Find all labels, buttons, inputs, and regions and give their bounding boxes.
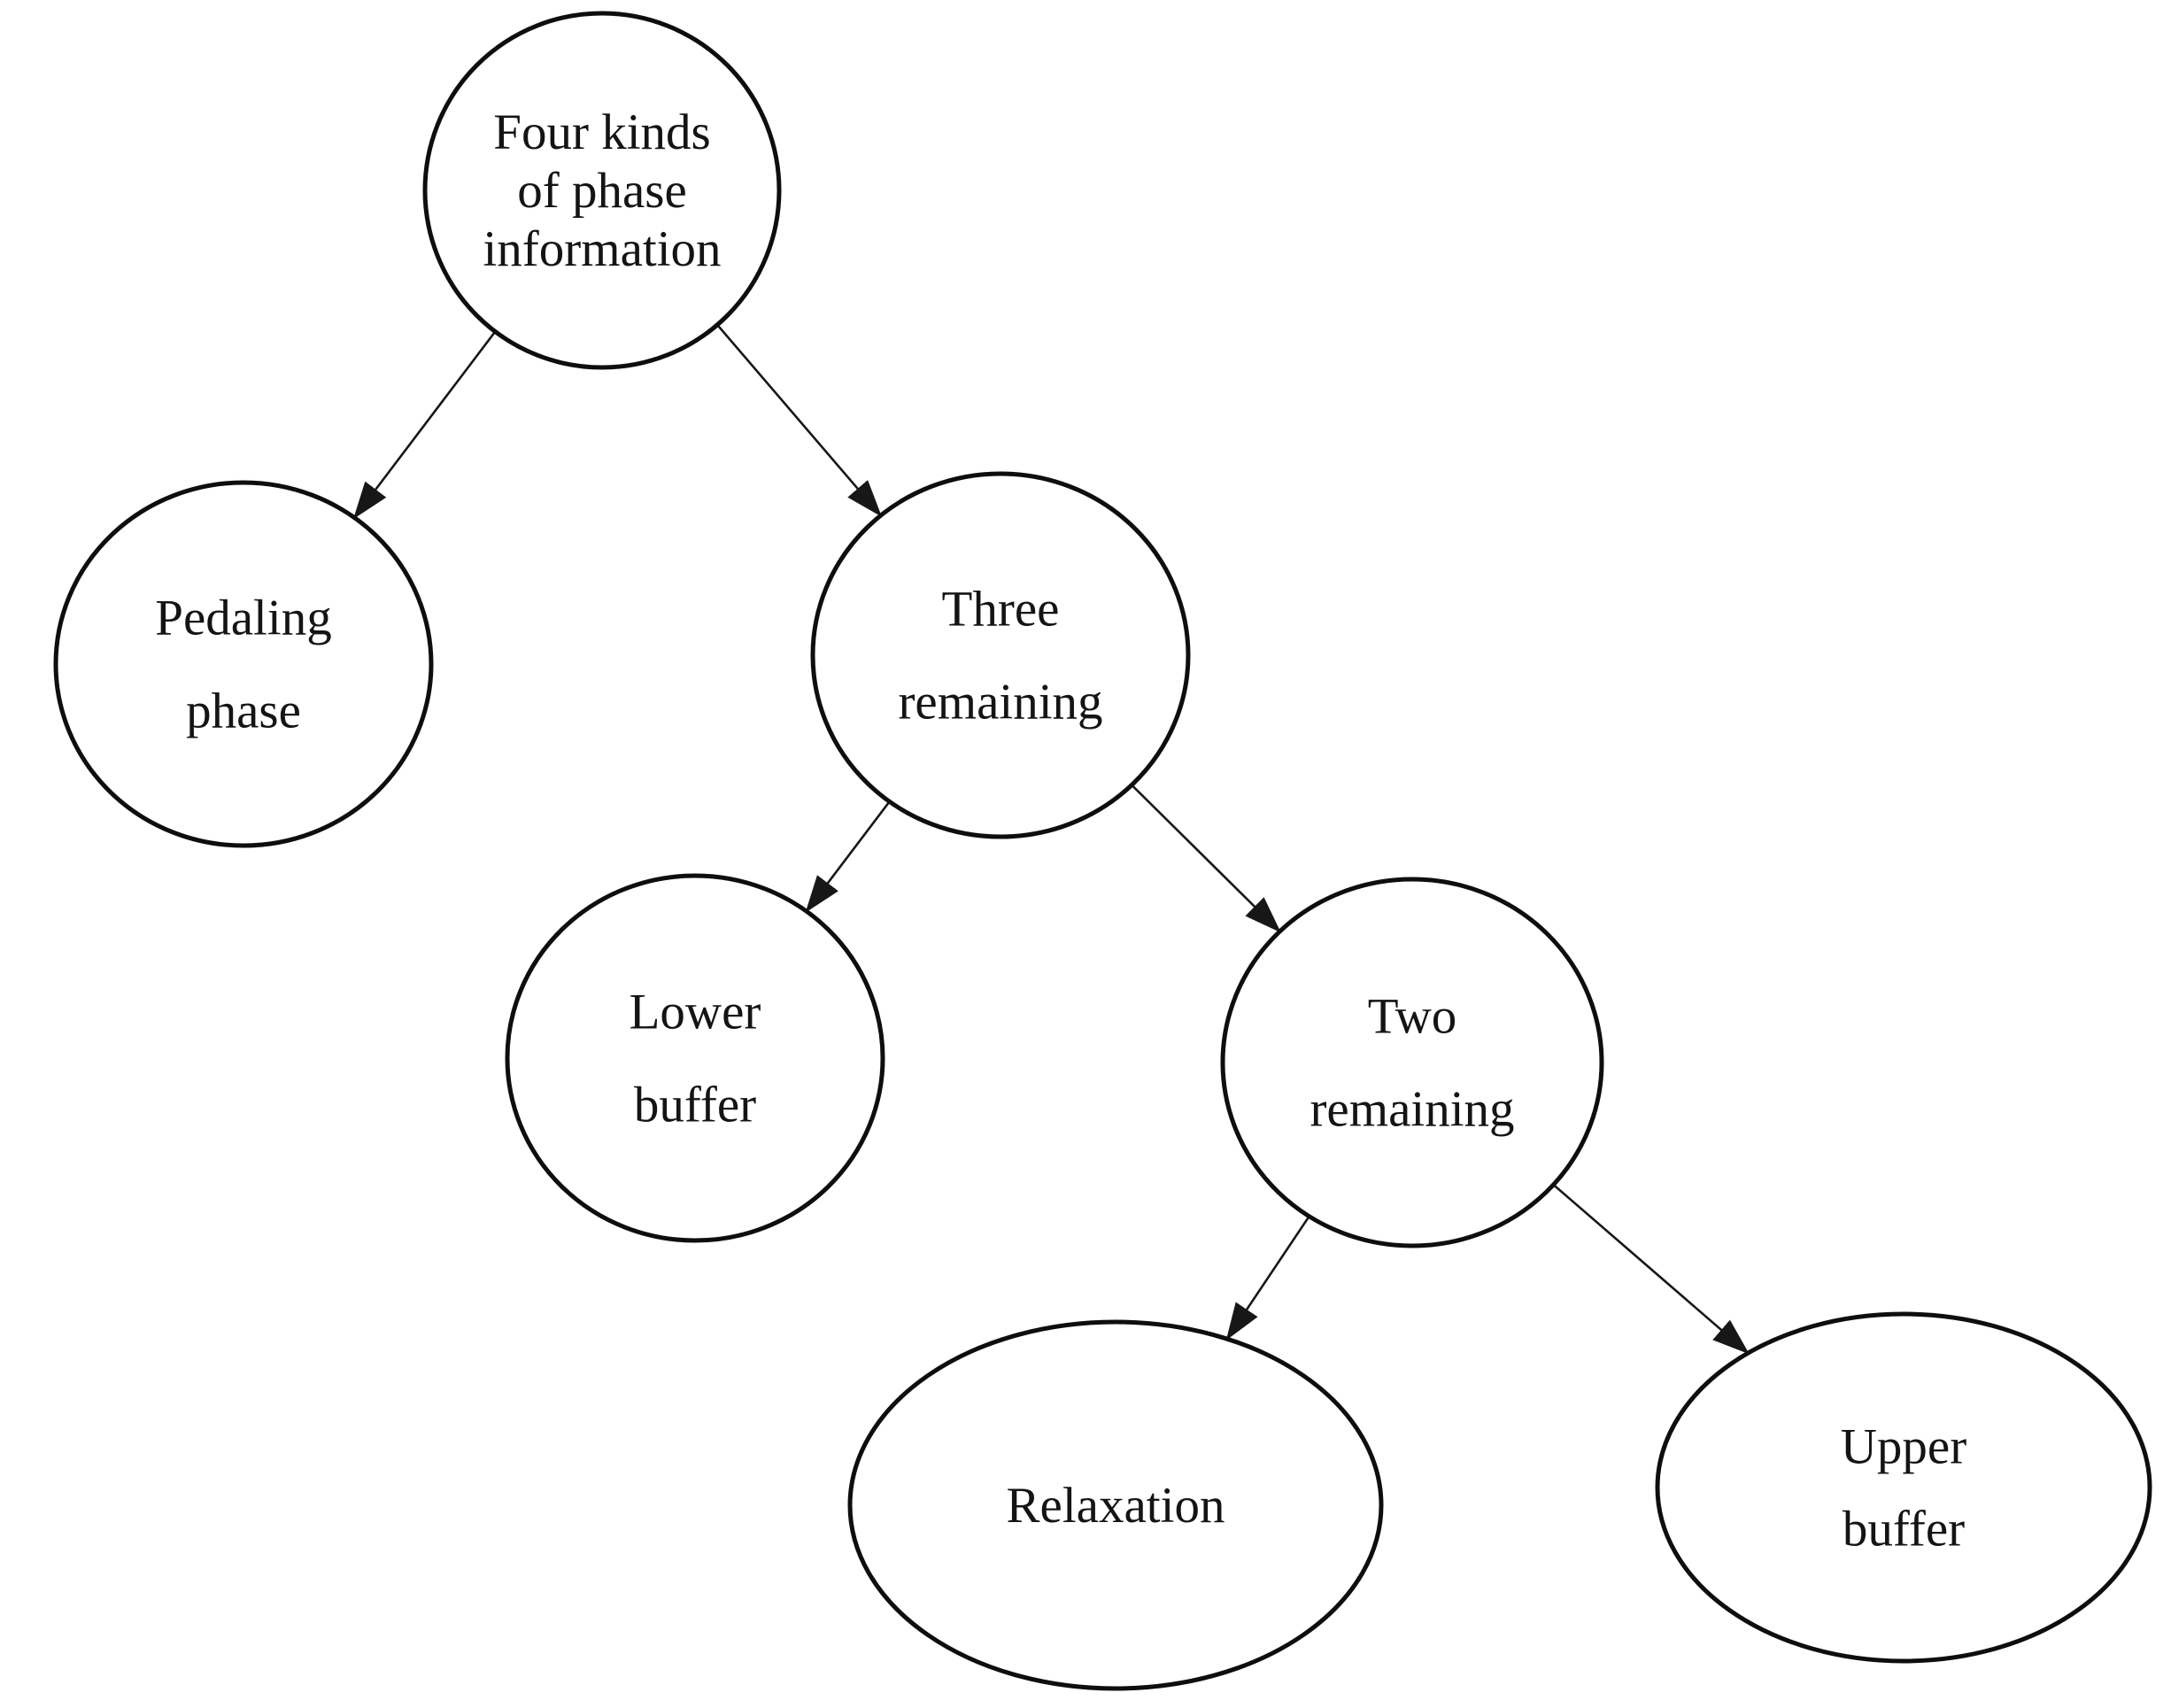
edge-three-remaining-to-two-remaining bbox=[1131, 784, 1281, 933]
edge-two-remaining-to-upper-buffer bbox=[1552, 1184, 1750, 1355]
node-pedaling-phase-ellipse bbox=[53, 480, 434, 848]
edge-root-to-pedaling-phase bbox=[352, 330, 497, 520]
node-two-remaining-ellipse bbox=[1220, 877, 1604, 1248]
node-three-remaining-ellipse bbox=[810, 471, 1191, 839]
node-relaxation: Relaxation bbox=[847, 1319, 1384, 1691]
edge-root-to-three-remaining bbox=[716, 324, 883, 517]
edge-three-remaining-to-lower-buffer bbox=[805, 800, 891, 913]
node-upper-buffer-ellipse bbox=[1655, 1311, 2152, 1664]
node-lower-buffer-ellipse bbox=[505, 873, 885, 1243]
edge-two-remaining-to-relaxation bbox=[1225, 1215, 1310, 1341]
node-relaxation-label: Relaxation bbox=[1007, 1478, 1225, 1534]
node-root-ellipse bbox=[422, 11, 782, 370]
node-relaxation-ellipse bbox=[847, 1319, 1384, 1691]
